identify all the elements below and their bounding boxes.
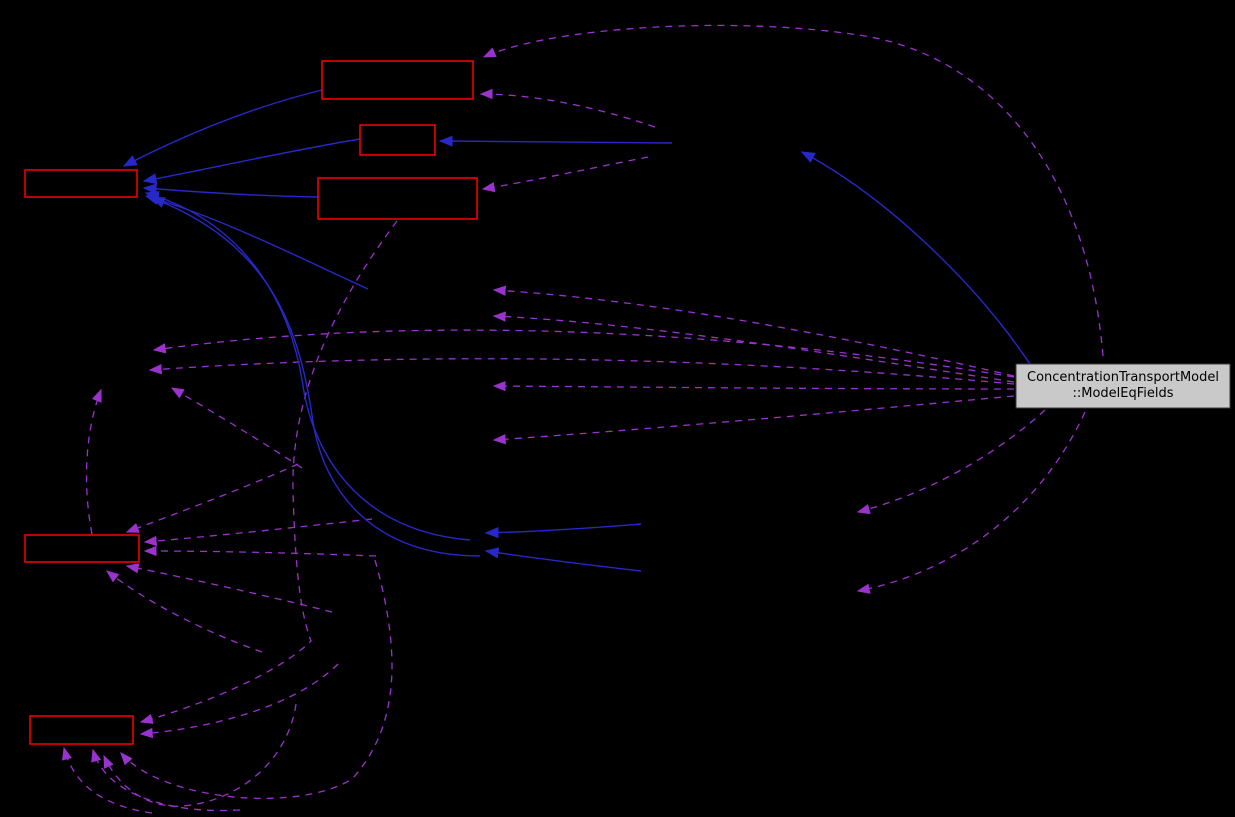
usage-edge bbox=[170, 387, 303, 469]
usage-edge bbox=[120, 559, 393, 799]
inheritance-edge bbox=[144, 194, 369, 290]
usage-edge bbox=[492, 311, 1015, 383]
focus-node-box[interactable] bbox=[1015, 363, 1231, 409]
inheritance-edge bbox=[122, 89, 323, 167]
focus-node-label-line2: ::ModelEqFields bbox=[1072, 386, 1173, 401]
usage-edge bbox=[492, 395, 1015, 445]
class-node-top-3[interactable] bbox=[317, 177, 478, 220]
usage-edge bbox=[103, 703, 297, 807]
usage-edge bbox=[152, 329, 1015, 378]
usage-edge bbox=[143, 545, 377, 557]
class-nodes bbox=[24, 60, 478, 745]
usage-edge bbox=[125, 563, 333, 613]
usage-edge bbox=[91, 748, 241, 812]
inheritance-edges bbox=[122, 89, 1031, 572]
usage-edge bbox=[61, 746, 153, 814]
usage-edge bbox=[856, 411, 1086, 594]
inheritance-edge bbox=[142, 183, 319, 198]
inheritance-edge bbox=[150, 197, 481, 557]
usage-edge bbox=[856, 409, 1046, 515]
usage-edge bbox=[105, 570, 263, 653]
inheritance-edge bbox=[484, 523, 642, 539]
usage-edge bbox=[492, 285, 1015, 377]
inheritance-edge bbox=[142, 138, 361, 185]
usage-edge bbox=[85, 388, 102, 535]
usage-edge bbox=[482, 24, 1104, 357]
usage-edge bbox=[479, 88, 656, 128]
usage-edge bbox=[139, 220, 398, 724]
inheritance-edge bbox=[800, 151, 1031, 365]
class-node-left-1[interactable] bbox=[24, 169, 138, 198]
usage-edge bbox=[492, 380, 1015, 392]
class-node-top-1[interactable] bbox=[321, 60, 474, 100]
inheritance-edge bbox=[438, 135, 673, 147]
class-node-top-2[interactable] bbox=[359, 124, 436, 156]
focus-node-label-line1: ConcentrationTransportModel bbox=[1027, 370, 1219, 385]
usage-edges bbox=[61, 24, 1104, 814]
inheritance-edge bbox=[484, 547, 642, 572]
usage-edge bbox=[139, 663, 339, 739]
class-node-left-2[interactable] bbox=[24, 534, 140, 563]
usage-edge bbox=[125, 463, 299, 533]
usage-edge bbox=[148, 358, 1015, 385]
inheritance-edge bbox=[144, 191, 471, 541]
usage-edge bbox=[143, 518, 373, 547]
focus-node[interactable]: ConcentrationTransportModel ::ModelEqFie… bbox=[1015, 363, 1231, 409]
class-node-left-3[interactable] bbox=[29, 715, 134, 745]
